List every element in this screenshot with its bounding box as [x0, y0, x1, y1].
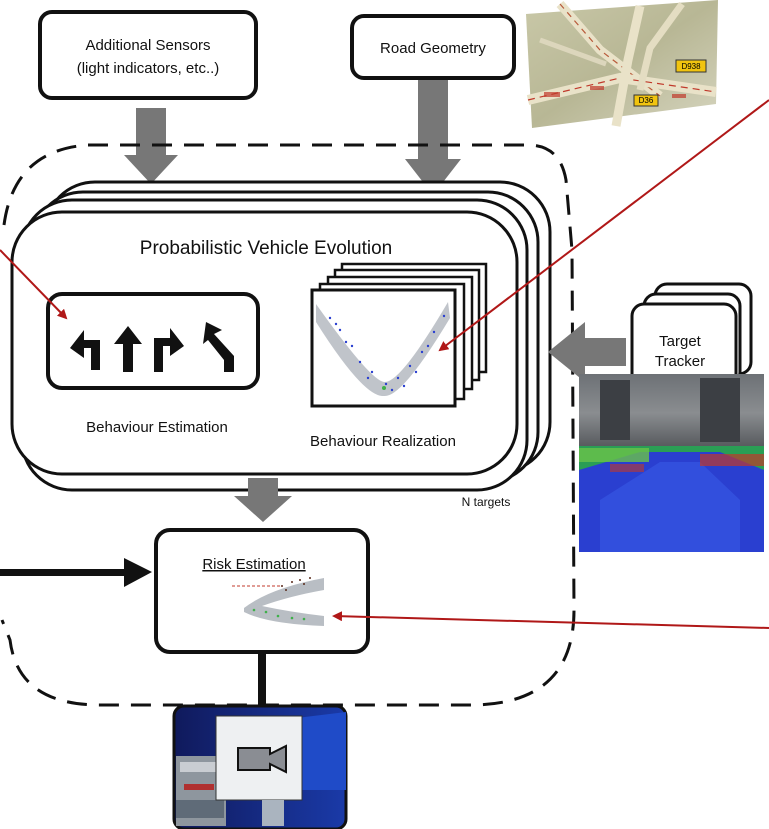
behaviour-realization-label: Behaviour Realization	[310, 433, 456, 450]
street-scene-segmentation-image	[579, 374, 764, 552]
vehicle-evolution-title: Probabilistic Vehicle Evolution	[140, 238, 392, 259]
risk-estimation-box: Risk Estimation	[154, 528, 370, 654]
risk-to-output-line	[258, 652, 266, 710]
road-geometry-label: Road Geometry	[380, 40, 486, 57]
map-road-label-d938: D938	[681, 62, 701, 71]
risk-estimation-title: Risk Estimation	[202, 556, 305, 573]
target-tracker-arrow	[548, 322, 626, 382]
pointer-to-behaviour-estimation	[0, 249, 68, 320]
pointer-to-behaviour-realization	[438, 99, 769, 352]
input-to-risk-arrow	[0, 558, 152, 587]
n-targets-label: N targets	[462, 495, 511, 509]
behaviour-estimation-box: Behaviour Estimation	[46, 292, 260, 436]
road-geometry-arrow	[405, 80, 461, 195]
behaviour-realization-frames: Behaviour Realization	[310, 262, 488, 450]
behaviour-estimation-label: Behaviour Estimation	[86, 419, 228, 436]
pointer-to-risk-estimation	[332, 611, 769, 629]
target-tracker-stack: Target Tracker	[630, 282, 753, 398]
target-tracker-sublabel: Tracker	[655, 353, 705, 370]
road-geometry-box: Road Geometry	[350, 14, 516, 80]
straight-arrow-icon	[114, 326, 142, 372]
additional-sensors-arrow	[124, 108, 178, 184]
risk-trajectory-plot	[232, 577, 324, 626]
additional-sensors-box: Additional Sensors (light indicators, et…	[38, 10, 258, 100]
evolution-to-risk-arrow	[234, 478, 292, 522]
target-tracker-label: Target	[659, 333, 702, 350]
additional-sensors-sublabel: (light indicators, etc..)	[77, 60, 220, 77]
trajectory-distribution-plot	[316, 302, 450, 397]
camera-icon	[237, 744, 287, 774]
n-targets-dashed-boundary	[0, 143, 576, 707]
additional-sensors-label: Additional Sensors	[85, 37, 210, 54]
simulation-output-image	[172, 704, 348, 829]
turn-right-arrow-icon	[154, 328, 184, 372]
bear-left-arrow-icon	[203, 322, 234, 372]
map-road-label-d36: D36	[639, 96, 654, 105]
turn-left-arrow-icon	[70, 330, 100, 370]
road-map-image: D938 D36	[526, 0, 718, 128]
